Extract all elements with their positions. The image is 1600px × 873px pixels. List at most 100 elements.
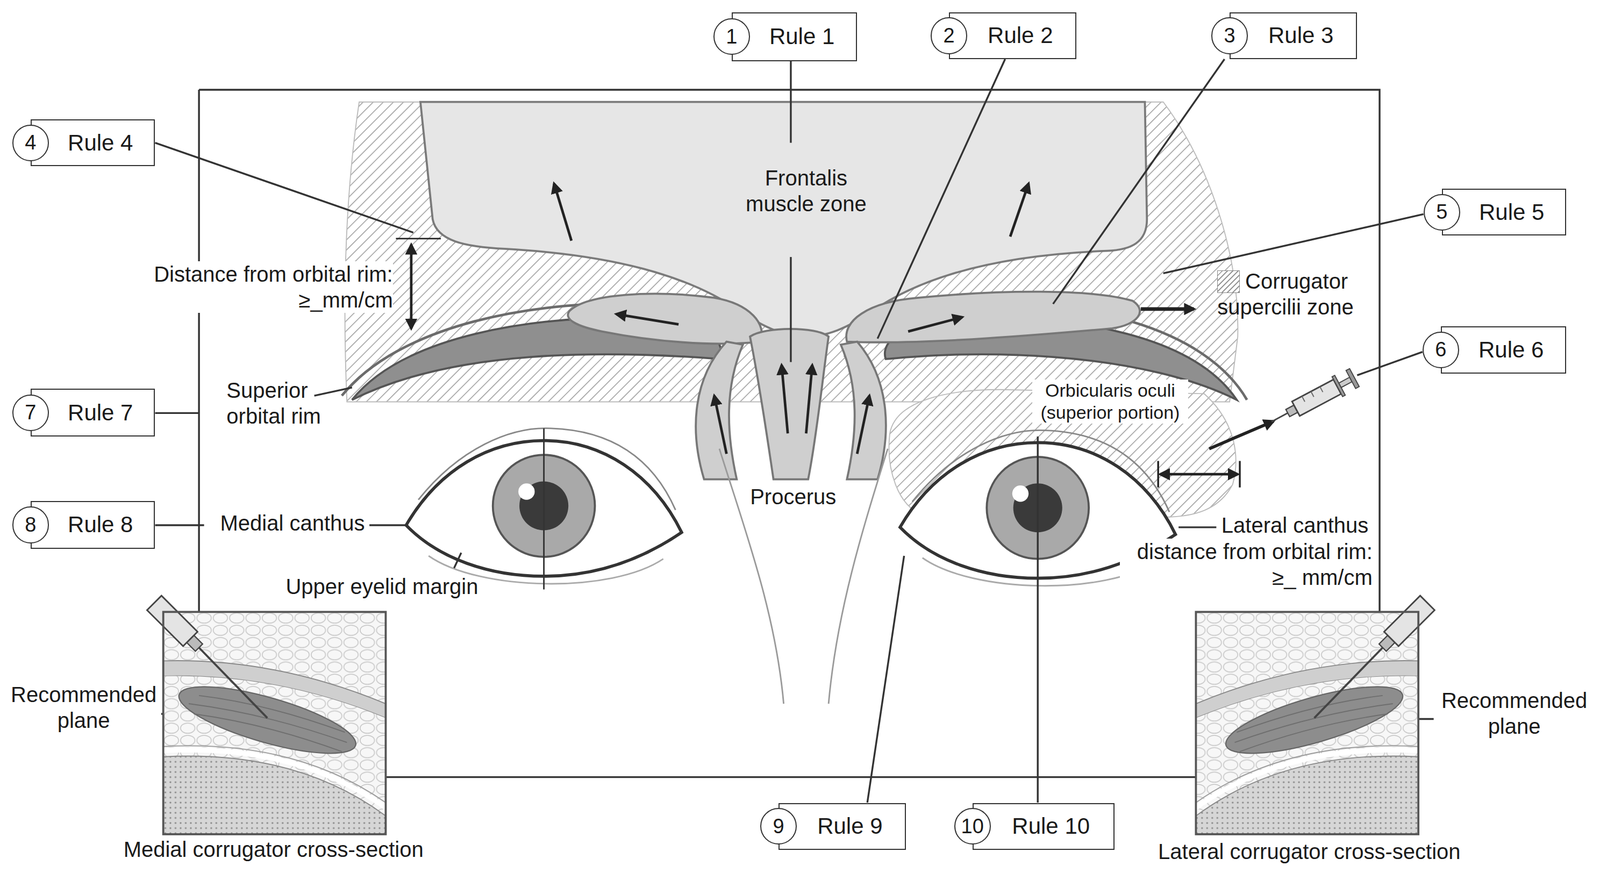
rule-frame: Rule 4 [30, 119, 156, 167]
medial-cross-section [146, 595, 386, 835]
nose-lines [719, 448, 888, 704]
leader-lines-part [154, 524, 204, 526]
injection-syringe-part [1266, 367, 1360, 432]
medial-cross-section-part-part [163, 745, 387, 803]
injection-syringe-part-part [1346, 368, 1360, 389]
muscle-action-arrows-part [781, 365, 788, 434]
callout-number: 6 [1434, 337, 1447, 363]
injection-syringe-part-part [1271, 412, 1288, 422]
leader-lines-part [314, 387, 353, 396]
medial-cross-section-part [198, 647, 268, 719]
rule-box: Rule 99 [760, 803, 906, 850]
corrugator-hatched-zone-part [345, 102, 1239, 403]
glabellar-muscles-part [840, 341, 887, 480]
dimension-arrow-part [1158, 461, 1240, 488]
callout-circle: 5 [1423, 194, 1461, 231]
callout-circle: 7 [12, 394, 49, 432]
lateral-cross-section-part [1314, 647, 1383, 719]
injection-syringe-part-part [1291, 379, 1341, 417]
muscle-label: Frontalis muscle zone [736, 165, 876, 217]
leader-lines-part [1178, 526, 1217, 528]
right-eye-part [1012, 485, 1029, 502]
muscle-action-arrows-part [554, 183, 572, 241]
callout-circle: 3 [1211, 17, 1248, 54]
callout-number: 2 [943, 23, 955, 49]
leader-lines-part [867, 555, 904, 803]
leader-lines-part [385, 776, 1197, 778]
rule-frame: Rule 5 [1441, 188, 1567, 236]
callout-number: 4 [24, 130, 37, 156]
callout-circle: 10 [954, 808, 991, 845]
lateral-cross-section-part-part [1234, 695, 1394, 752]
muscle-label: Procerus [749, 483, 838, 510]
rule-label: Rule 2 [987, 22, 1053, 49]
plane-label: Recommended plane [6, 681, 161, 734]
medial-cross-section-part [163, 611, 387, 835]
rule-frame: Rule 9 [778, 803, 906, 850]
medial-cross-section-part-part [146, 595, 198, 647]
rule-frame: Rule 6 [1440, 326, 1567, 374]
leader-lines-part [789, 61, 792, 144]
callout-circle: 1 [713, 18, 750, 55]
injection-syringe-part-part [1302, 396, 1305, 402]
rule-box: Rule 3 3 [1211, 12, 1357, 60]
muscle-action-arrows [554, 183, 1195, 454]
callout-number: 10 [961, 814, 984, 840]
glabellar-muscles-part [567, 293, 762, 344]
rule-box: Rule 1010 [954, 803, 1115, 850]
rule-label: Rule 8 [67, 511, 133, 539]
leader-lines-part [369, 524, 409, 526]
medial-cross-section-part [163, 611, 387, 835]
rule-frame: Rule 3 [1229, 12, 1357, 60]
legend-swatch [1217, 270, 1240, 294]
leader-lines-part [198, 89, 1380, 612]
muscle-action-arrows-part [616, 313, 679, 325]
panel-caption: Lateral corrugator cross-section [1157, 838, 1462, 865]
structure-label: Superior orbital rim [226, 377, 345, 430]
injection-syringe-part-part [1319, 386, 1323, 392]
injection-syringe-part-part [1310, 391, 1314, 397]
callout-circle: 4 [12, 124, 49, 162]
callout-number: 3 [1223, 23, 1235, 49]
muscle-action-arrows-part [856, 395, 870, 454]
leader-lines-part [154, 143, 413, 233]
lateral-cross-section [1195, 595, 1435, 835]
injection-syringe-part [1209, 421, 1274, 449]
rule-label: Rule 5 [1479, 198, 1545, 226]
callout-number: 8 [24, 512, 37, 538]
lateral-cross-section-part-part [1195, 750, 1419, 809]
lateral-cross-section-part-part [1383, 595, 1435, 647]
rule-label: Rule 3 [1268, 22, 1334, 49]
nose-lines-part [828, 448, 888, 704]
legend-item: Corrugator supercilii zone [1217, 268, 1379, 320]
leader-lines-part [1053, 59, 1225, 304]
landmark-label: Lateral canthus [1221, 512, 1370, 539]
medial-cross-section-part-part [163, 611, 387, 835]
rule-label: Rule 7 [67, 399, 133, 427]
rule-label: Rule 4 [67, 129, 133, 157]
lateral-cross-section-part-part [1195, 755, 1419, 834]
leader-lines-part [197, 89, 200, 612]
muscle-label: Orbicularis oculi (superior portion) [1032, 379, 1189, 424]
medial-cross-section-part-part [163, 755, 387, 834]
rule-label: Rule 1 [769, 23, 835, 50]
callout-number: 1 [725, 24, 738, 50]
muscle-action-arrows-part [908, 317, 963, 332]
rule-label: Rule 9 [817, 812, 883, 840]
rule-frame: Rule 2 [948, 12, 1077, 60]
left-eye-part [518, 483, 535, 500]
leader-lines-part [154, 412, 199, 414]
rule-frame: Rule 7 [30, 388, 156, 437]
dimension-arrow [395, 238, 1240, 488]
dimension-arrow-part [410, 244, 413, 329]
medial-cross-section-part [146, 595, 206, 655]
rule-box: Rule 4 4 [12, 119, 156, 167]
rule-box: Rule 66 [1422, 326, 1567, 374]
rule-box: Rule 8 8 [12, 501, 156, 549]
lateral-cross-section-part-part [1195, 611, 1419, 835]
lateral-cross-section-part [1375, 595, 1435, 655]
dimension-arrow-part [1160, 473, 1238, 476]
glabellar-muscles-part [750, 329, 829, 480]
